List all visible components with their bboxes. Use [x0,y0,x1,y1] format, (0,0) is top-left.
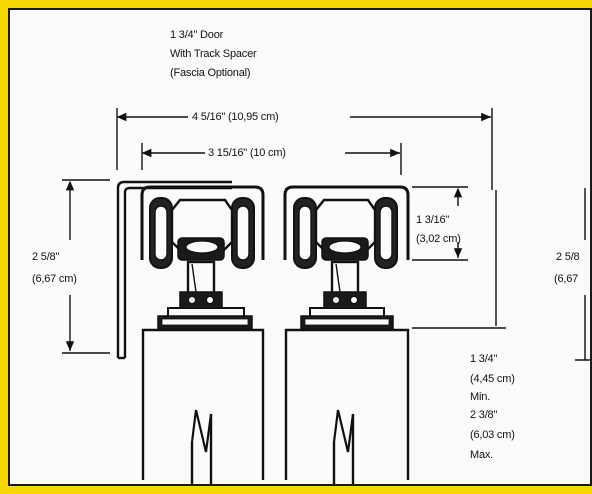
track-width-dimension [141,143,402,175]
roller-height-dimension [412,186,468,261]
gap-min-inches: 1 3/4" [470,353,498,365]
left-height-dimension [62,179,110,354]
right-trolley [283,185,410,331]
roller-height-inches: 1 3/16" [416,214,450,226]
title-line-3: (Fascia Optional) [170,67,251,79]
gap-max-inches: 2 3/8" [470,409,498,421]
roller-height-cm: (3,02 cm) [416,233,461,245]
hardware-drawing [62,108,590,484]
overall-width-dimension [116,108,493,190]
track-width-label: 3 15/16" (10 cm) [208,147,286,159]
left-door [141,328,265,484]
left-height-inches: 2 5/8" [32,251,60,263]
left-trolley [140,185,265,331]
right-door [284,328,410,484]
gap-min-label: Min. [470,391,490,403]
gap-min-cm: (4,45 cm) [470,373,515,385]
gap-max-cm: (6,03 cm) [470,429,515,441]
title-line-1: 1 3/4" Door [170,29,224,41]
diagram-panel: 1 3/4" Door With Track Spacer (Fascia Op… [8,8,592,486]
right-height-guide [412,188,590,361]
gap-max-label: Max. [470,449,494,461]
right-height-cm: (6,67 [554,273,579,285]
right-height-inches: 2 5/8 [556,251,580,263]
left-height-cm: (6,67 cm) [32,273,77,285]
overall-width-label: 4 5/16" (10,95 cm) [192,111,279,123]
title-line-2: With Track Spacer [170,48,257,60]
fascia-bracket [116,180,232,360]
